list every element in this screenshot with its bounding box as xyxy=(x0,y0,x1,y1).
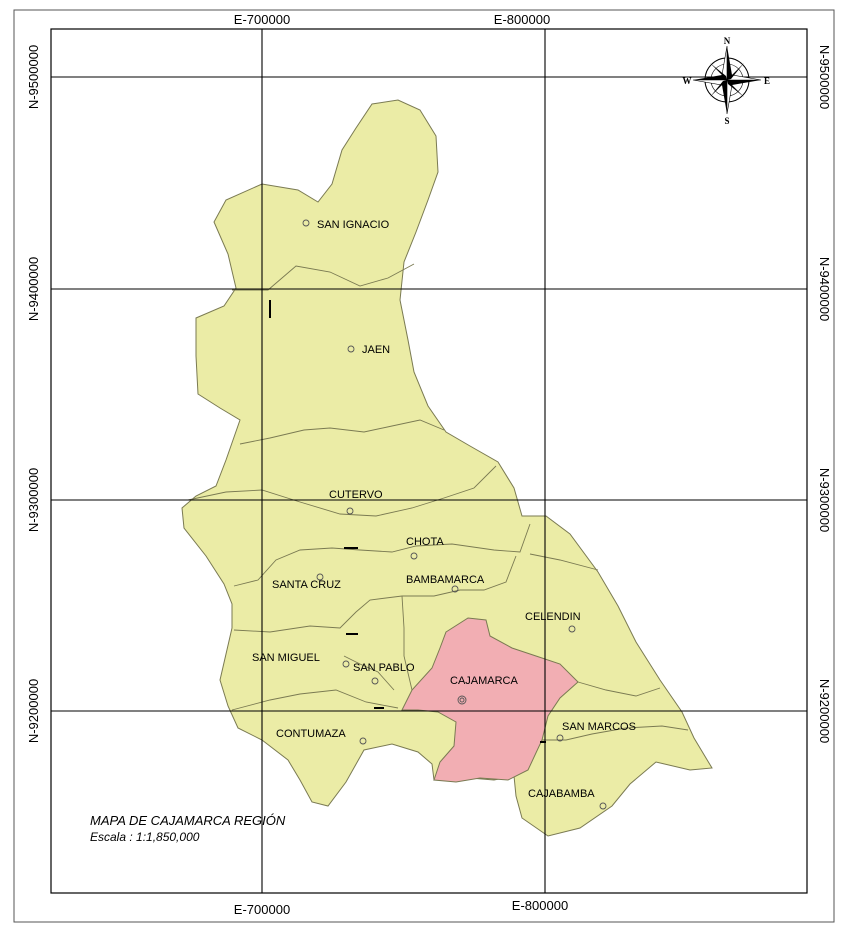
town-marker-cajamarca xyxy=(457,695,467,705)
cajamarca-province-highlight xyxy=(401,617,579,783)
town-marker-cutervo xyxy=(346,507,354,515)
town-label-bambamarca: BAMBAMARCA xyxy=(406,574,485,586)
town-marker-san-pablo xyxy=(371,677,379,685)
town-label-san-miguel: SAN MIGUEL xyxy=(252,652,320,664)
map-scale: Escala : 1:1,850,000 xyxy=(90,830,200,844)
coord-right-n9500: N-9500000 xyxy=(817,45,832,109)
town-marker-san-marcos xyxy=(556,734,564,742)
town-label-santa-cruz: SANTA CRUZ xyxy=(272,579,341,591)
coord-left-n9400: N-9400000 xyxy=(26,257,41,321)
coordinate-grid xyxy=(51,29,807,893)
coord-left-n9300: N-9300000 xyxy=(26,468,41,532)
coord-bottom-e800: E-800000 xyxy=(512,898,568,913)
town-marker-santa-cruz xyxy=(316,573,324,581)
town-label-celendin: CELENDIN xyxy=(525,611,581,623)
compass-e-label: E xyxy=(764,76,770,86)
coord-right-n9400: N-9400000 xyxy=(817,257,832,321)
coord-left-n9500: N-9500000 xyxy=(26,45,41,109)
map-title: MAPA DE CAJAMARCA REGIÓN xyxy=(90,813,286,828)
coord-top-e800: E-800000 xyxy=(494,12,550,27)
town-marker-celendin xyxy=(568,625,576,633)
coord-left-n9200: N-9200000 xyxy=(26,679,41,743)
town-marker-contumaza xyxy=(359,737,367,745)
town-marker-cajamarca-inner xyxy=(459,697,465,703)
town-label-chota: CHOTA xyxy=(406,536,444,548)
compass-n-label: N xyxy=(724,36,731,46)
town-marker-san-miguel xyxy=(342,660,350,668)
town-label-cajamarca: CAJAMARCA xyxy=(450,675,519,687)
coord-right-n9200: N-9200000 xyxy=(817,679,832,743)
town-label-san-marcos: SAN MARCOS xyxy=(562,721,636,733)
coord-top-e700: E-700000 xyxy=(234,12,290,27)
compass-w-label: W xyxy=(683,76,692,86)
coord-bottom-e700: E-700000 xyxy=(234,902,290,917)
town-label-jaen: JAEN xyxy=(362,344,390,356)
town-marker-cajabamba xyxy=(599,802,607,810)
town-marker-chota xyxy=(410,552,418,560)
boundary-marks xyxy=(269,300,546,743)
compass-s-label: S xyxy=(724,116,729,126)
coord-right-n9300: N-9300000 xyxy=(817,468,832,532)
town-label-cajabamba: CAJABAMBA xyxy=(528,788,595,800)
town-marker-san-ignacio xyxy=(302,219,310,227)
outer-frame xyxy=(13,9,835,923)
town-markers xyxy=(302,219,607,810)
compass-rose-icon: N S E W xyxy=(683,36,771,126)
town-label-contumaza: CONTUMAZA xyxy=(276,728,346,740)
town-marker-bambamarca xyxy=(451,585,459,593)
town-label-san-pablo: SAN PABLO xyxy=(353,662,415,674)
town-label-cutervo: CUTERVO xyxy=(329,489,383,501)
town-marker-jaen xyxy=(347,345,355,353)
town-label-san-ignacio: SAN IGNACIO xyxy=(317,219,390,231)
